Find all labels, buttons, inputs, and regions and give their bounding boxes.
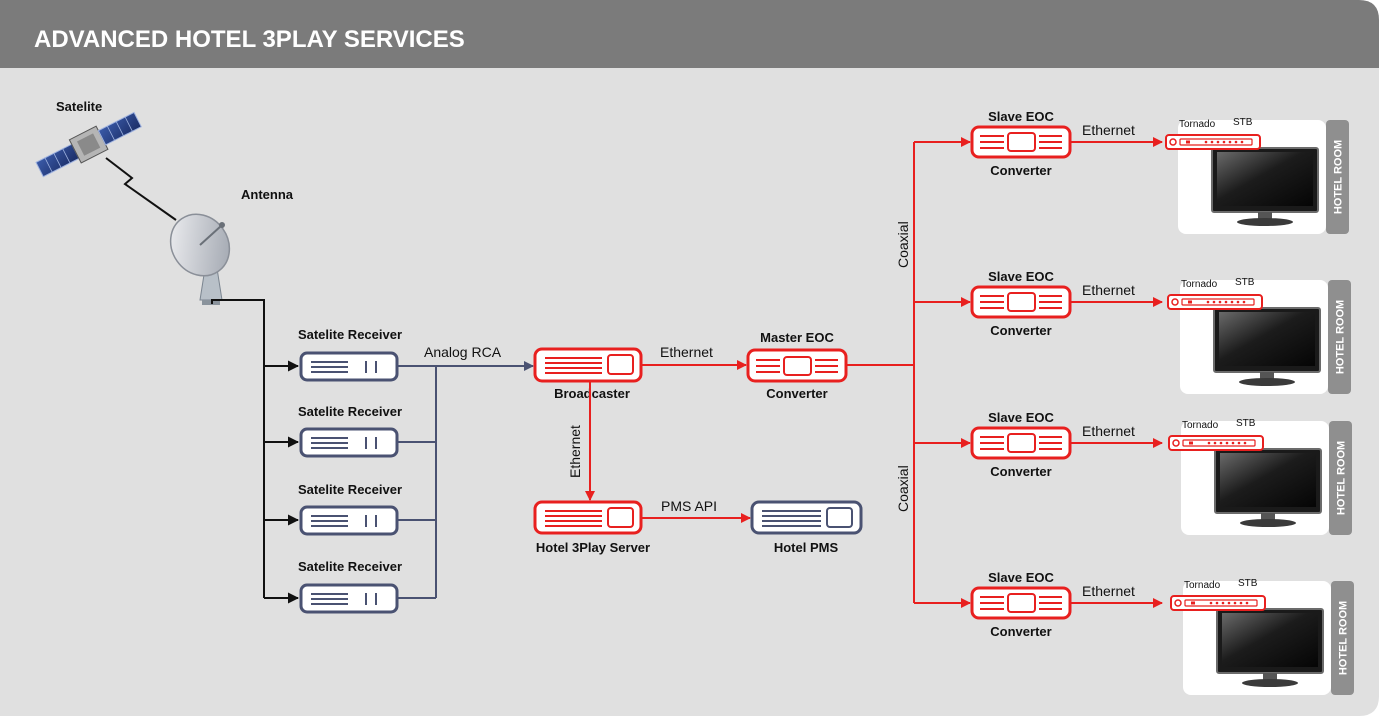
satellite-receiver: Satelite Receiver bbox=[298, 327, 402, 380]
slave-eoc-title: Slave EOC bbox=[988, 410, 1054, 425]
coaxial-label: Coaxial bbox=[895, 465, 911, 512]
analog-rca-label: Analog RCA bbox=[424, 344, 502, 360]
room-label: HOTEL ROOM bbox=[1336, 441, 1348, 515]
satellite-receiver: Satelite Receiver bbox=[298, 559, 402, 612]
stb-model: STB bbox=[1235, 277, 1255, 288]
ethernet-label: Ethernet bbox=[1082, 282, 1135, 298]
pms-label: Hotel PMS bbox=[774, 540, 839, 555]
master-eoc-subtitle: Converter bbox=[766, 386, 827, 401]
page-title: ADVANCED HOTEL 3PLAY SERVICES bbox=[34, 26, 465, 53]
master-eoc-title: Master EOC bbox=[760, 330, 834, 345]
ethernet-label: Ethernet bbox=[1082, 122, 1135, 138]
slave-eoc-title: Slave EOC bbox=[988, 269, 1054, 284]
stb-model: STB bbox=[1233, 117, 1253, 128]
hotel-3play-server bbox=[535, 502, 641, 533]
slave-eoc-subtitle: Converter bbox=[990, 323, 1051, 338]
set-top-box-icon bbox=[1171, 596, 1265, 610]
receiver-label: Satelite Receiver bbox=[298, 327, 402, 342]
stb-model: STB bbox=[1236, 418, 1256, 429]
ethernet-label: Ethernet bbox=[1082, 583, 1135, 599]
broadcaster-label: Broadcaster bbox=[554, 386, 630, 401]
satellite-receiver: Satelite Receiver bbox=[298, 482, 402, 534]
slave-eoc-subtitle: Converter bbox=[990, 163, 1051, 178]
stb-model: STB bbox=[1238, 578, 1258, 589]
slave-eoc-converter bbox=[972, 428, 1070, 458]
antenna-label: Antenna bbox=[241, 187, 294, 202]
stb-brand: Tornado bbox=[1181, 279, 1218, 290]
pms-api-label: PMS API bbox=[661, 498, 717, 514]
ethernet-label: Ethernet bbox=[1082, 423, 1135, 439]
set-top-box-icon bbox=[1166, 135, 1260, 149]
ethernet-label: Ethernet bbox=[567, 425, 583, 478]
coaxial-label: Coaxial bbox=[895, 221, 911, 268]
slave-eoc-subtitle: Converter bbox=[990, 464, 1051, 479]
slave-eoc-converter bbox=[972, 588, 1070, 618]
receiver-label: Satelite Receiver bbox=[298, 559, 402, 574]
ethernet-label: Ethernet bbox=[660, 344, 713, 360]
server-label: Hotel 3Play Server bbox=[536, 540, 650, 555]
slave-eoc-title: Slave EOC bbox=[988, 570, 1054, 585]
set-top-box-icon bbox=[1168, 295, 1262, 309]
receiver-label: Satelite Receiver bbox=[298, 482, 402, 497]
satellite-receiver: Satelite Receiver bbox=[298, 404, 402, 456]
stb-brand: Tornado bbox=[1184, 580, 1221, 591]
set-top-box-icon bbox=[1169, 436, 1263, 450]
room-label: HOTEL ROOM bbox=[1338, 601, 1350, 675]
satellite-label: Satelite bbox=[56, 99, 102, 114]
slave-eoc-converter bbox=[972, 127, 1070, 157]
slave-eoc-subtitle: Converter bbox=[990, 624, 1051, 639]
stb-brand: Tornado bbox=[1179, 119, 1216, 130]
broadcaster-device bbox=[535, 349, 641, 381]
master-eoc-converter bbox=[748, 350, 846, 381]
slave-eoc-title: Slave EOC bbox=[988, 109, 1054, 124]
hotel-pms-server bbox=[752, 502, 861, 533]
slave-eoc-converter bbox=[972, 287, 1070, 317]
room-label: HOTEL ROOM bbox=[1333, 140, 1345, 214]
stb-brand: Tornado bbox=[1182, 420, 1219, 431]
room-label: HOTEL ROOM bbox=[1335, 300, 1347, 374]
receiver-label: Satelite Receiver bbox=[298, 404, 402, 419]
